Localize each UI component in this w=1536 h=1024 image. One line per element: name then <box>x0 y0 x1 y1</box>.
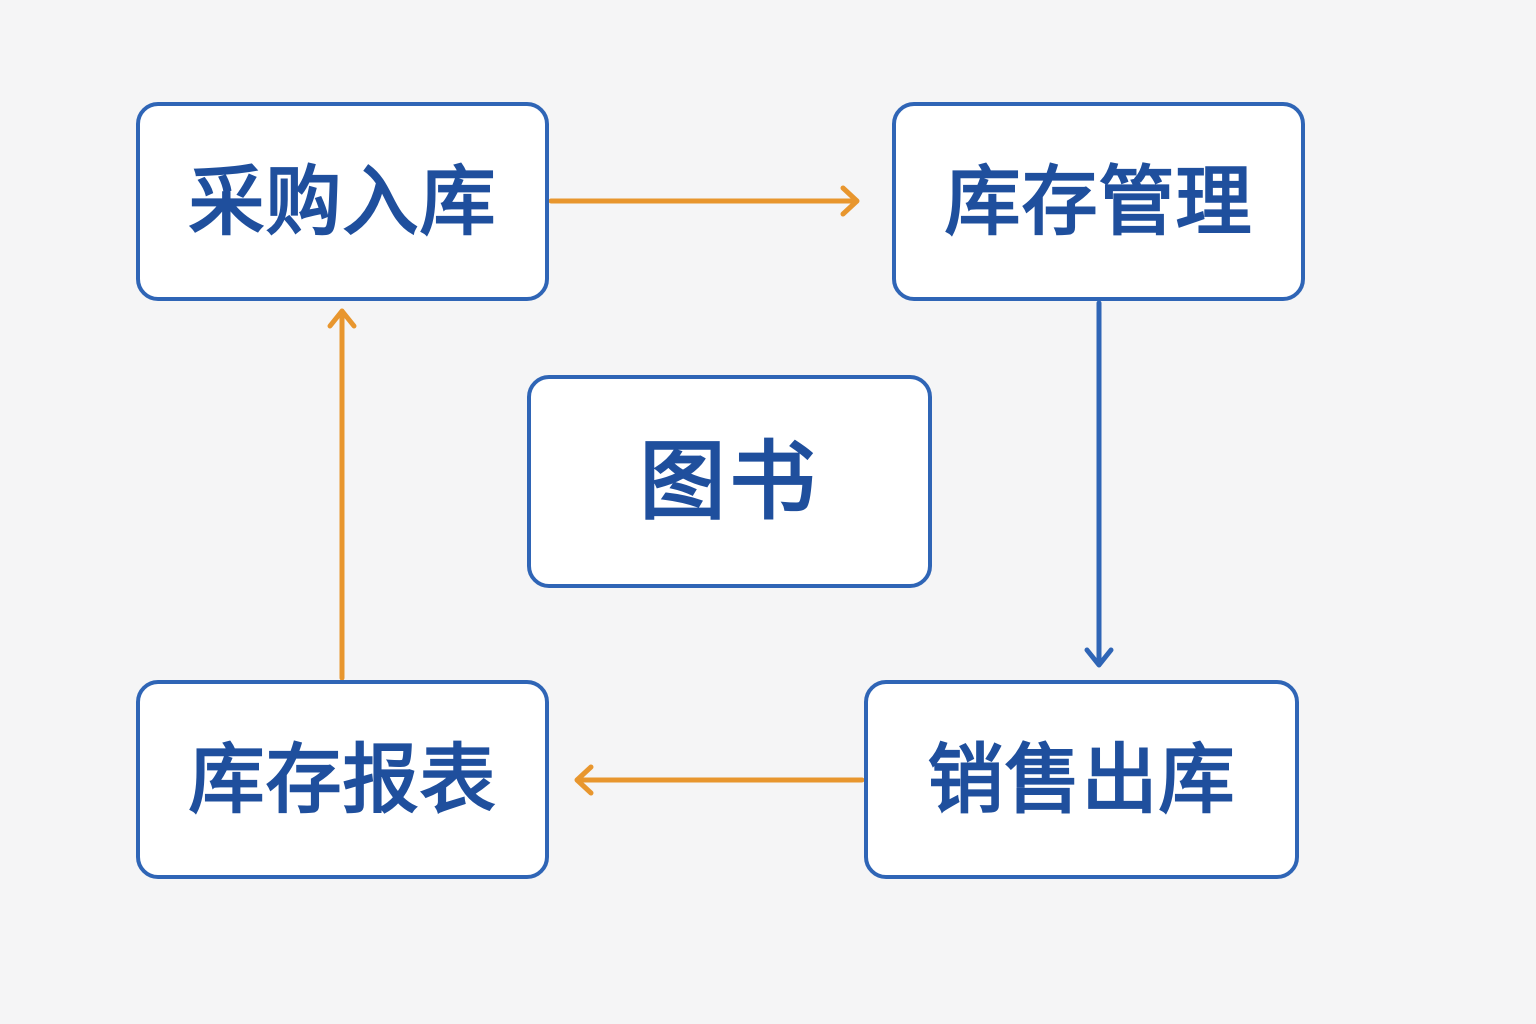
node-sales-label: 销售出库 <box>927 734 1236 824</box>
arrow-purchase-to-inventory <box>548 185 860 217</box>
arrow-sales-to-report <box>574 764 865 796</box>
node-report-label: 库存报表 <box>188 734 497 824</box>
node-purchase-inbound: 采购入库 <box>136 102 549 301</box>
node-inventory-management: 库存管理 <box>892 102 1305 301</box>
arrow-inventory-to-sales <box>1084 300 1114 668</box>
node-center-label: 图书 <box>639 431 820 532</box>
arrow-report-to-purchase <box>327 308 357 681</box>
node-purchase-label: 采购入库 <box>188 156 497 246</box>
node-inventory-report: 库存报表 <box>136 680 549 879</box>
node-inventory-label: 库存管理 <box>944 156 1253 246</box>
node-center-books: 图书 <box>527 375 932 588</box>
node-sales-outbound: 销售出库 <box>864 680 1299 879</box>
